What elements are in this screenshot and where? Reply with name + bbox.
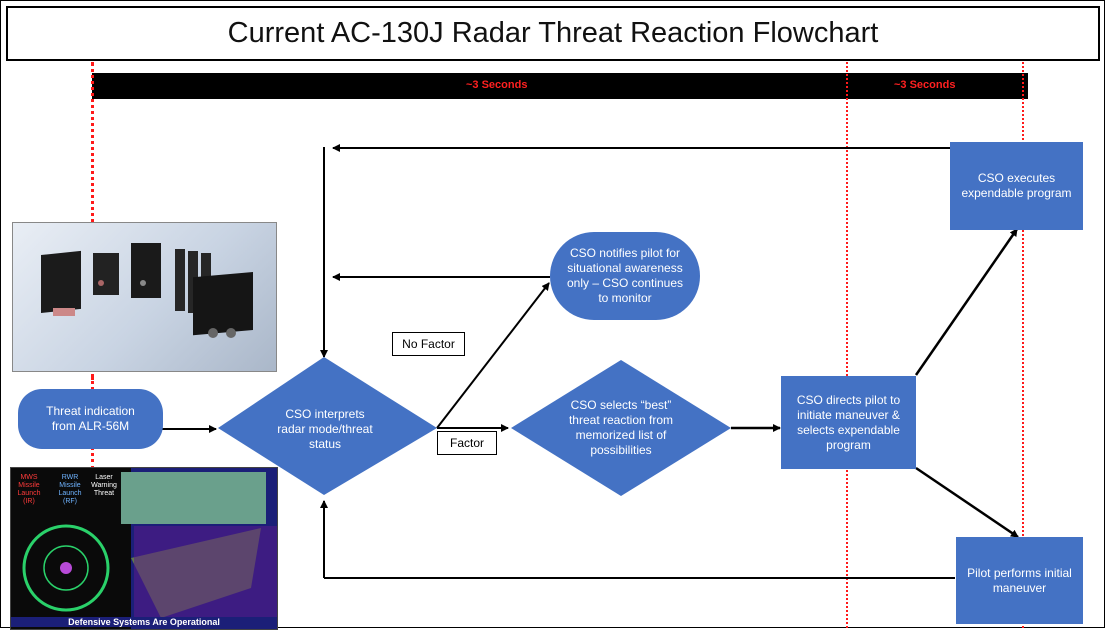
- edge-label-factor-text: Factor: [449, 436, 484, 450]
- arrow-directs-to-pilot: [915, 466, 1019, 539]
- display-label-laser: Laser Warning Threat: [91, 474, 117, 497]
- timeline-label-left: ~3 Seconds: [466, 79, 528, 91]
- decision-selects-shape: [511, 360, 731, 496]
- node-executes-text: CSO executes expendable program: [961, 171, 1072, 200]
- display-illustration: [11, 468, 277, 629]
- timeline-label-right: ~3 Seconds: [894, 79, 956, 91]
- node-executes: CSO executes expendable program: [950, 142, 1083, 230]
- edge-label-factor: Factor: [437, 431, 497, 455]
- node-interprets-text: CSO interprets radar mode/threat status: [277, 406, 373, 451]
- diagram-title: Current AC-130J Radar Threat Reaction Fl…: [6, 6, 1100, 61]
- time-marker-start: [91, 62, 94, 380]
- arrow-no-factor: [436, 282, 550, 429]
- hardware-photo: [12, 222, 277, 372]
- node-selects-text: CSO selects “best” threat reaction from …: [568, 398, 674, 457]
- node-directs-text: CSO directs pilot to initiate maneuver &…: [796, 392, 901, 452]
- node-threat-indication: Threat indication from ALR-56M: [18, 389, 163, 449]
- node-threat-indication-text: Threat indication from ALR-56M: [46, 404, 135, 433]
- node-interprets: CSO interprets radar mode/threat status: [270, 395, 380, 463]
- node-notifies-text: CSO notifies pilot for situational aware…: [566, 246, 684, 305]
- hardware-units-illustration: [41, 243, 253, 338]
- node-directs: CSO directs pilot to initiate maneuver &…: [781, 376, 916, 469]
- node-selects: CSO selects “best” threat reaction from …: [565, 380, 677, 476]
- defensive-systems-display: MWS Missile Launch (IR) RWR Missile Laun…: [10, 467, 278, 630]
- edge-label-no-factor-text: No Factor: [402, 337, 455, 351]
- title-text: Current AC-130J Radar Threat Reaction Fl…: [227, 17, 879, 49]
- display-label-mws: MWS Missile Launch (IR): [17, 474, 41, 505]
- timeline-bar: [92, 73, 1028, 99]
- node-pilot-performs: Pilot performs initial maneuver: [956, 537, 1083, 624]
- edge-label-no-factor: No Factor: [392, 332, 465, 356]
- display-caption: Defensive Systems Are Operational: [11, 617, 277, 627]
- node-notifies: CSO notifies pilot for situational aware…: [550, 232, 700, 320]
- display-label-rwr: RWR Missile Launch (RF): [58, 474, 82, 505]
- time-marker-mid: [846, 62, 848, 628]
- node-pilot-performs-text: Pilot performs initial maneuver: [967, 565, 1072, 595]
- decision-interprets-shape: [218, 357, 437, 495]
- arrow-directs-to-executes: [914, 228, 1019, 376]
- time-marker-end: [1022, 62, 1024, 628]
